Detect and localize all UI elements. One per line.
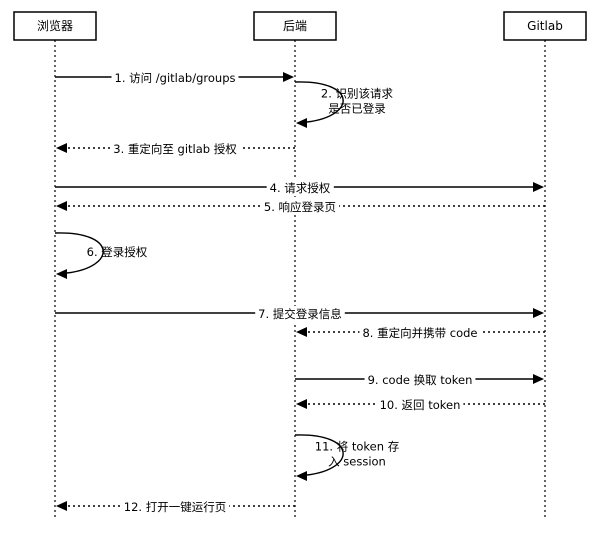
message-6: 6. 登录授权 xyxy=(54,232,148,279)
message-label-bg xyxy=(110,141,241,157)
message-label-bg xyxy=(120,499,230,515)
message-label-line: 2. 识别该请求 xyxy=(321,87,394,101)
actor-label-gitlab: Gitlab xyxy=(527,19,563,33)
arrowhead-icon xyxy=(533,182,544,192)
message-8: 8. 重定向并携带 code xyxy=(296,325,545,341)
arrowhead-icon xyxy=(283,72,294,82)
actor-label-backend: 后端 xyxy=(283,19,307,33)
arrowhead-icon xyxy=(56,501,67,511)
arrowhead-icon xyxy=(296,471,307,481)
arrowhead-icon xyxy=(296,327,307,337)
actor-label-browser: 浏览器 xyxy=(37,18,73,33)
message-label-line: 7. 提交登录信息 xyxy=(258,307,342,321)
message-label-line: 5. 响应登录页 xyxy=(264,200,336,214)
message-label-bg xyxy=(364,372,476,388)
message-label-bg xyxy=(376,397,464,413)
message-4: 4. 请求授权 xyxy=(55,180,544,196)
actor-browser: 浏览器 xyxy=(13,11,97,41)
message-label-8: 8. 重定向并携带 code xyxy=(359,325,481,341)
actor-box-gitlab xyxy=(503,11,587,41)
message-self-arrow xyxy=(54,232,104,274)
arrowhead-icon xyxy=(296,399,307,409)
message-label-bg xyxy=(255,306,345,322)
actor-box-backend xyxy=(253,11,337,41)
message-label-5: 5. 响应登录页 xyxy=(260,199,340,215)
message-label-4: 4. 请求授权 xyxy=(266,180,334,196)
actor-box-browser xyxy=(13,11,97,41)
message-self-arrow xyxy=(294,434,344,476)
message-label-9: 9. code 换取 token xyxy=(364,372,476,388)
message-label-3: 3. 重定向至 gitlab 授权 xyxy=(110,141,241,157)
message-label-line: 8. 重定向并携带 code xyxy=(362,326,477,340)
message-label-line: 4. 请求授权 xyxy=(270,181,331,195)
message-1: 1. 访问 /gitlab/groups xyxy=(55,70,294,86)
message-label-bg xyxy=(359,325,481,341)
message-label-bg xyxy=(266,180,334,196)
message-label-bg xyxy=(111,70,239,86)
message-label-6: 6. 登录授权 xyxy=(87,245,148,259)
message-label-line: 6. 登录授权 xyxy=(87,245,148,259)
arrowhead-icon xyxy=(533,308,544,318)
arrowhead-icon xyxy=(296,118,307,128)
message-label-line: 入 session xyxy=(328,455,386,469)
message-10: 10. 返回 token xyxy=(296,397,545,413)
message-label-line: 11. 将 token 存 xyxy=(315,440,399,454)
message-label-7: 7. 提交登录信息 xyxy=(255,306,345,322)
message-label-line: 10. 返回 token xyxy=(380,398,461,412)
message-self-arrow xyxy=(294,81,344,123)
message-label-12: 12. 打开一键运行页 xyxy=(120,499,230,515)
message-7: 7. 提交登录信息 xyxy=(55,306,544,322)
message-9: 9. code 换取 token xyxy=(295,372,544,388)
message-label-line: 1. 访问 /gitlab/groups xyxy=(115,71,236,85)
message-label-line: 9. code 换取 token xyxy=(368,373,473,387)
message-label-line: 是否已登录 xyxy=(328,102,386,116)
arrowhead-icon xyxy=(56,143,67,153)
message-label-line: 12. 打开一键运行页 xyxy=(124,500,226,514)
actor-backend: 后端 xyxy=(253,11,337,41)
message-label-line: 3. 重定向至 gitlab 授权 xyxy=(113,142,237,156)
arrowhead-icon xyxy=(533,374,544,384)
message-11: 11. 将 token 存入 session xyxy=(294,434,399,481)
arrowhead-icon xyxy=(56,201,67,211)
actor-gitlab: Gitlab xyxy=(503,11,587,41)
message-12: 12. 打开一键运行页 xyxy=(56,499,295,515)
message-5: 5. 响应登录页 xyxy=(56,199,545,215)
message-label-11: 11. 将 token 存入 session xyxy=(315,440,399,469)
message-label-10: 10. 返回 token xyxy=(376,397,464,413)
message-label-bg xyxy=(260,199,340,215)
message-label-1: 1. 访问 /gitlab/groups xyxy=(111,70,239,86)
message-3: 3. 重定向至 gitlab 授权 xyxy=(56,141,295,157)
arrowhead-icon xyxy=(56,269,67,279)
